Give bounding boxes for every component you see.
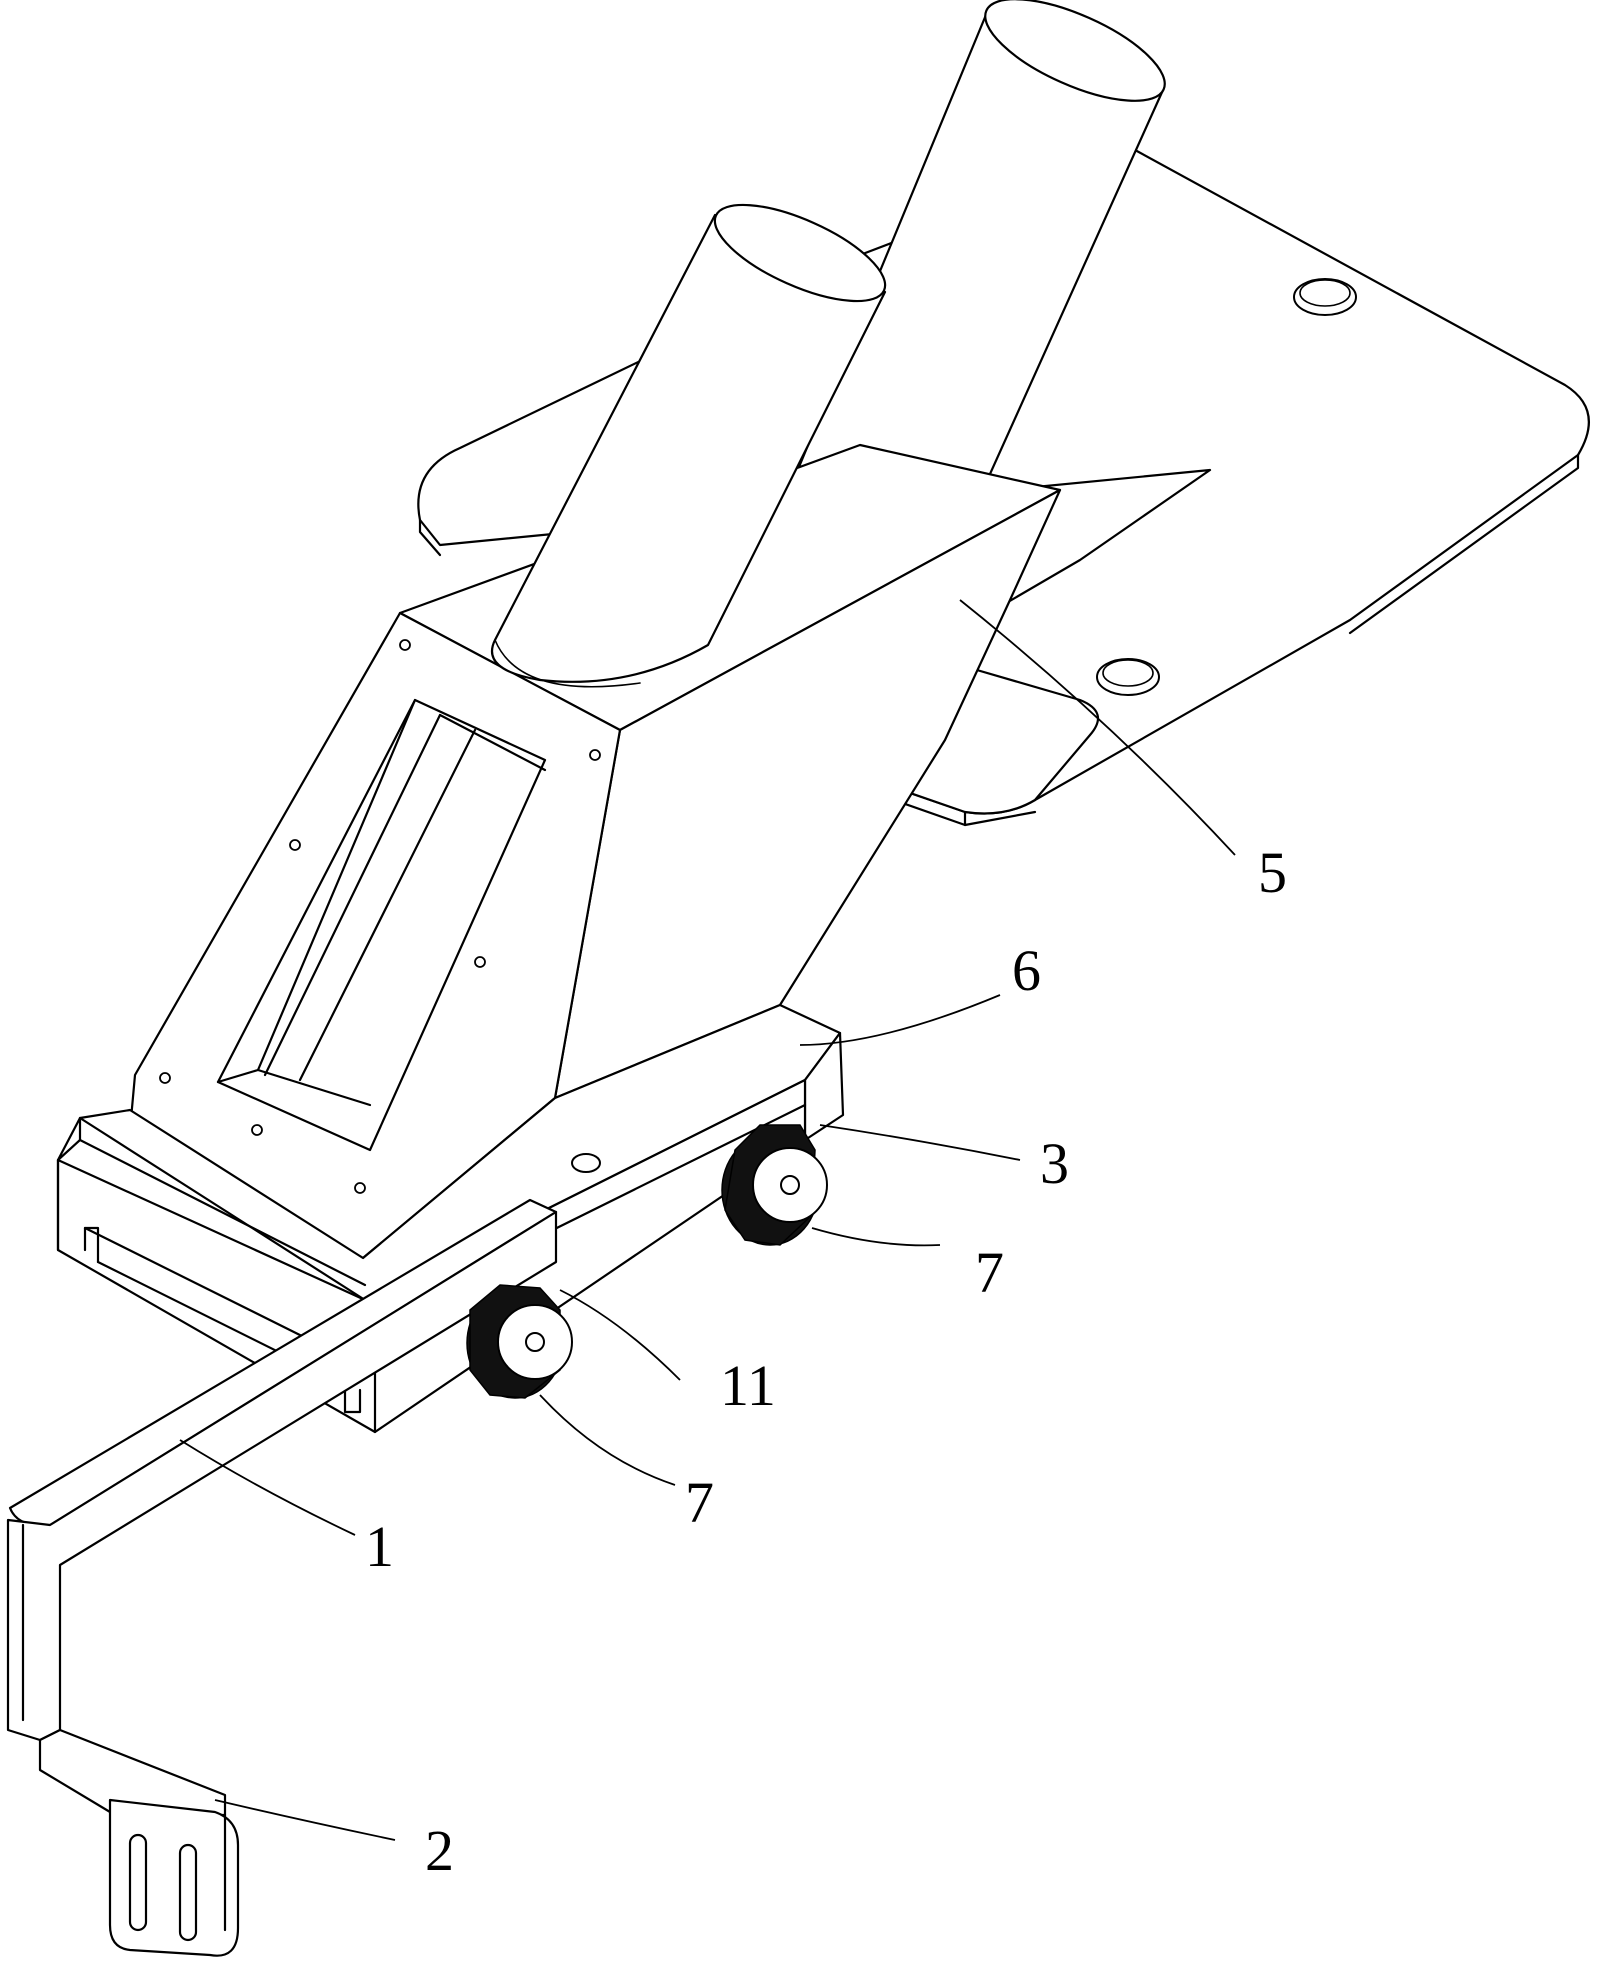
bolt-head xyxy=(474,956,486,968)
bolt-head xyxy=(289,839,301,851)
bolt-head xyxy=(399,639,411,651)
slide-bar-and-bracket xyxy=(6,1198,558,1957)
gear-left xyxy=(466,1284,573,1399)
bolt-head xyxy=(251,1124,263,1136)
base-hole xyxy=(571,1153,601,1173)
gear-right xyxy=(721,1124,828,1246)
bolt-head xyxy=(354,1182,366,1194)
front-pipe xyxy=(490,203,887,688)
callout-2: 2 xyxy=(425,1818,454,1883)
mounting-hole-upper xyxy=(1293,278,1357,316)
callout-7-right: 7 xyxy=(975,1240,1004,1305)
callout-1: 1 xyxy=(365,1514,394,1579)
callout-5: 5 xyxy=(1258,840,1287,905)
callout-6: 6 xyxy=(1012,938,1041,1003)
inspection-window xyxy=(216,698,547,1152)
callout-11: 11 xyxy=(720,1353,776,1418)
bolt-head xyxy=(589,749,601,761)
callout-7-left: 7 xyxy=(685,1470,714,1535)
leader-lines xyxy=(179,599,1236,1841)
mounting-hole-lower xyxy=(1096,658,1160,696)
bracket-slot-right xyxy=(178,1843,198,1942)
bolt-head xyxy=(159,1072,171,1084)
bracket-slot-left xyxy=(128,1833,148,1932)
callout-3: 3 xyxy=(1040,1131,1069,1196)
callout-labels: 5 6 3 7 11 7 1 2 xyxy=(365,840,1287,1883)
